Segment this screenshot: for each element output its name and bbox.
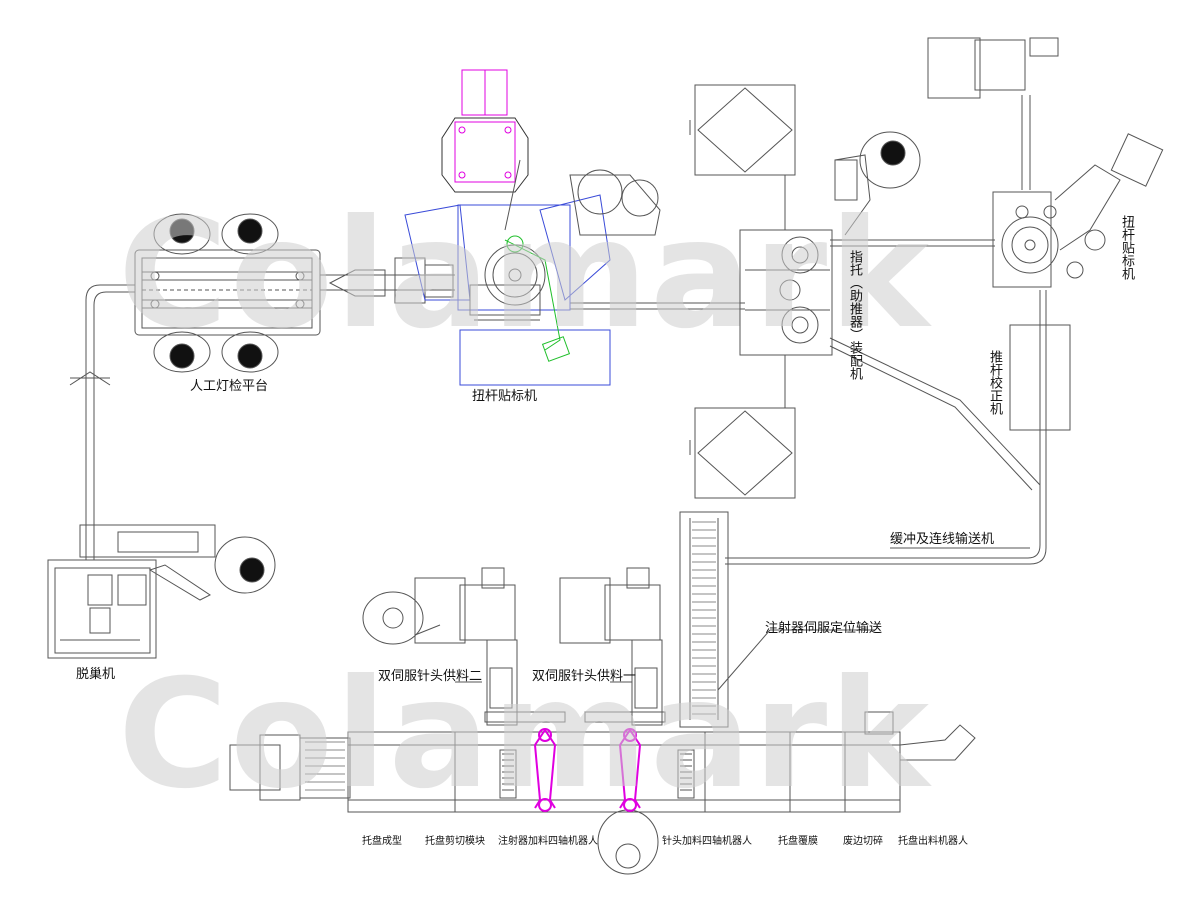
needle-feeder-1 — [559, 567, 666, 726]
label-finger-tray-assembly: 指托（助推器）装配机 — [847, 250, 862, 380]
denester — [47, 371, 276, 659]
bottom-label-edge-shredding: 废边切碎 — [843, 836, 883, 847]
label-syringe-servo-conveyor: 注射器伺服定位输送 — [765, 621, 883, 636]
label-needle-feed-2: 双伺服针头供料二 — [378, 669, 483, 684]
label-rod-labeler-1: 扭杆贴标机 — [472, 389, 538, 404]
tray-line — [229, 711, 976, 875]
needle-feeder-2 — [362, 567, 566, 726]
bottom-label-syringe-robot: 注射器加料四轴机器人 — [498, 836, 598, 847]
bottom-label-tray-forming: 托盘成型 — [362, 836, 402, 847]
conveyor-lines — [85, 239, 1047, 565]
label-push-rod-corrector: 推杆校正机 — [987, 350, 1002, 415]
label-buffer-conveyor: 缓冲及连线输送机 — [890, 532, 995, 547]
label-rod-labeler-2: 扭杆贴标机 — [1119, 215, 1134, 280]
bottom-label-tray-film: 托盘覆膜 — [778, 836, 818, 847]
servo-conveyor — [679, 511, 875, 728]
inspection-platform — [134, 213, 454, 373]
rod-labeler-1 — [404, 69, 661, 386]
label-manual-inspection: 人工灯检平台 — [190, 379, 269, 394]
rod-labeler-2 — [927, 37, 1164, 431]
bottom-label-tray-output-robot: 托盘出料机器人 — [898, 836, 968, 847]
tray-racks — [689, 84, 796, 499]
bottom-label-needle-robot: 针头加料四轴机器人 — [662, 836, 752, 847]
label-denester: 脱巢机 — [76, 667, 116, 682]
bottom-label-tray-cutting: 托盘剪切模块 — [425, 836, 485, 847]
assembly-machine — [739, 131, 921, 356]
label-needle-feed-1: 双伺服针头供料一 — [532, 669, 637, 684]
